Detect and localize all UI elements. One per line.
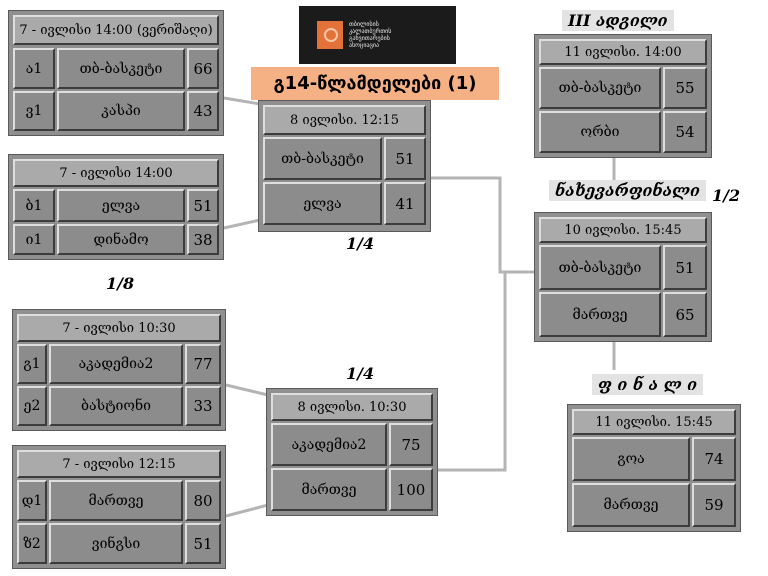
team-score: 65 (663, 292, 707, 337)
round-label-1-8: 1/8 (106, 274, 135, 293)
round-label-1-4-bottom: 1/4 (346, 364, 375, 383)
team-score: 74 (692, 437, 736, 481)
match-header: 11 ივლისი. 14:00 (539, 39, 707, 65)
team-score: 75 (389, 423, 433, 466)
team-score: 55 (663, 67, 707, 109)
team-name: ორბი (539, 111, 661, 153)
team-name: თბ-ბასკეტი (263, 137, 382, 180)
team-score: 51 (185, 523, 221, 564)
team-name: თბ-ბასკეტი (539, 245, 661, 290)
team-score: 43 (187, 91, 219, 131)
team-name: ელვა (263, 182, 382, 225)
match-header: 7 - ივლისი 14:00 (ვერიშაღი) (13, 15, 219, 45)
team-score: 51 (663, 245, 707, 290)
match-r8b: 7 - ივლისი 14:00 ბ1 ელვა 51 ი1 დინამო 38 (8, 154, 224, 260)
logo-mark-icon (317, 21, 343, 49)
match-third-place: 11 ივლისი. 14:00 თბ-ბასკეტი 55 ორბი 54 (534, 34, 712, 158)
team-name: თბ-ბასკეტი (539, 67, 661, 109)
final-label: ფ ი ნ ა ლ ი (592, 374, 704, 395)
team-name: მართვე (49, 480, 183, 521)
team-name: გოა (572, 437, 690, 481)
match-header: 11 ივლისი. 15:45 (572, 409, 736, 435)
match-qfb: 8 ივლისი. 10:30 აკადემია2 75 მართვე 100 (266, 388, 438, 516)
team-score: 33 (185, 386, 221, 426)
team-score: 51 (187, 189, 219, 222)
team-seed: გ1 (17, 344, 47, 384)
match-header: 7 - ივლისი 12:15 (17, 450, 221, 478)
team-name: აკადემია2 (49, 344, 183, 384)
match-header: 7 - ივლისი 10:30 (17, 314, 221, 342)
connector-qfb-semi (436, 272, 507, 472)
team-name: მართვე (271, 468, 387, 511)
team-score: 66 (187, 48, 219, 89)
team-seed: ბ1 (13, 189, 55, 222)
match-semifinal: 10 ივლისი. 15:45 თბ-ბასკეტი 51 მართვე 65 (534, 212, 712, 342)
match-qfa: 8 ივლისი. 12:15 თბ-ბასკეტი 51 ელვა 41 (258, 100, 431, 232)
team-score: 59 (692, 483, 736, 527)
team-score: 80 (185, 480, 221, 521)
team-score: 54 (663, 111, 707, 153)
connector-r8d-qfb (225, 503, 269, 518)
team-name: ვინგსი (49, 523, 183, 564)
team-score: 41 (384, 182, 426, 225)
round-label-1-4-top: 1/4 (346, 234, 375, 253)
match-r8a: 7 - ივლისი 14:00 (ვერიშაღი) ა1 თბ-ბასკეტ… (8, 10, 224, 136)
team-seed: ვ1 (13, 91, 55, 131)
team-name: თბ-ბასკეტი (57, 48, 185, 89)
team-score: 38 (187, 224, 219, 255)
match-header: 8 ივლისი. 12:15 (263, 105, 426, 135)
team-seed: ი1 (13, 224, 55, 255)
team-score: 100 (389, 468, 433, 511)
match-r8d: 7 - ივლისი 12:15 დ1 მართვე 80 ზ2 ვინგსი … (12, 445, 226, 569)
team-score: 77 (185, 344, 221, 384)
team-seed: ა1 (13, 48, 55, 89)
match-header: 7 - ივლისი 14:00 (13, 159, 219, 187)
team-score: 51 (384, 137, 426, 180)
team-name: მართვე (572, 483, 690, 527)
third-place-label: III ადგილი (562, 10, 674, 31)
team-seed: დ1 (17, 480, 47, 521)
division-banner: გ14-წლამდელები (1) (251, 67, 499, 100)
logo-text: თბილისის კალათბურთის განვითარების ასოცია… (349, 21, 392, 49)
match-r8c: 7 - ივლისი 10:30 გ1 აკადემია2 77 ე2 ბასტ… (12, 309, 226, 431)
team-name: აკადემია2 (271, 423, 387, 466)
semifinal-label: ნახევარფინალი (549, 180, 706, 201)
match-header: 10 ივლისი. 15:45 (539, 217, 707, 243)
team-name: ბასტიონი (49, 386, 183, 426)
connector-r8b-qfa (223, 218, 261, 230)
team-seed: ზ2 (17, 523, 47, 564)
team-name: კასპი (57, 91, 185, 131)
team-name: ელვა (57, 189, 185, 222)
semifinal-round-mark: 1/2 (712, 186, 741, 205)
association-logo: თბილისის კალათბურთის განვითარების ასოცია… (299, 6, 456, 64)
team-seed: ე2 (17, 386, 47, 426)
match-final: 11 ივლისი. 15:45 გოა 74 მართვე 59 (567, 404, 741, 532)
match-header: 8 ივლისი. 10:30 (271, 393, 433, 421)
connector-r8c-qfb (225, 383, 269, 397)
team-name: მართვე (539, 292, 661, 337)
team-name: დინამო (57, 224, 185, 255)
connector-r8a-qfa (223, 96, 261, 106)
connector-qfa-semi (431, 176, 536, 274)
